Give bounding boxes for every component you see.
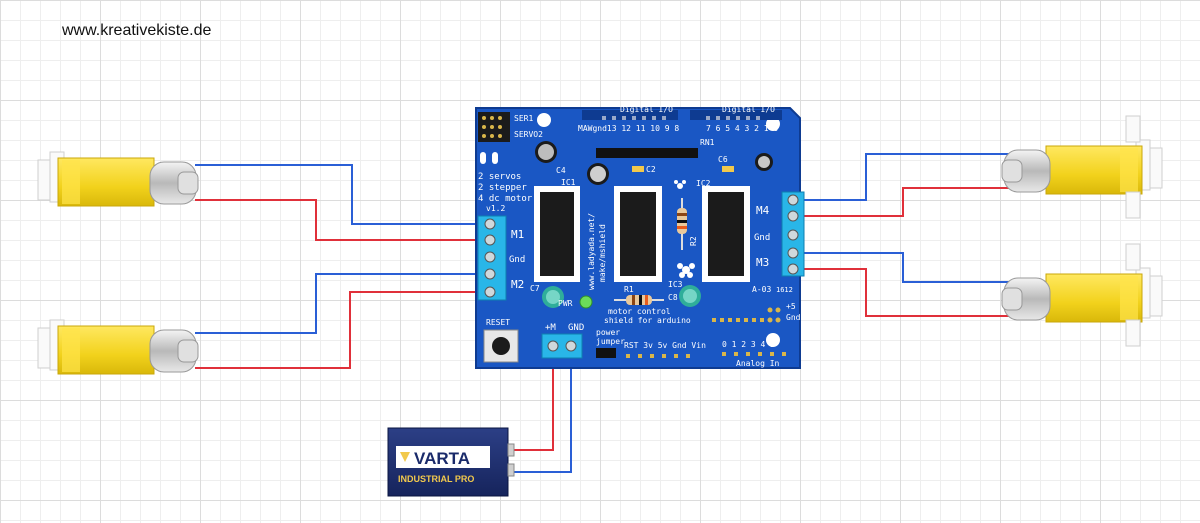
battery-line: INDUSTRIAL PRO xyxy=(398,474,474,484)
terminal-block-left xyxy=(477,215,507,301)
label-shield-arduino: shield for arduino xyxy=(604,316,691,325)
wire-blue-motor2 xyxy=(195,273,486,334)
capacitor-c8 xyxy=(679,285,701,307)
wire-red-motor1 xyxy=(195,199,486,241)
label-url-2: make/mshield xyxy=(598,224,607,282)
label-c6: C6 xyxy=(718,155,728,164)
label-power: power xyxy=(596,328,620,337)
terminal-block-power xyxy=(541,333,583,359)
solder-pads xyxy=(712,318,764,322)
varta-logo-icon xyxy=(400,452,410,462)
motor-shield-board: Digital I/O Digital I/O MAWgnd13 12 11 1… xyxy=(475,105,805,369)
label-m2: M2 xyxy=(511,278,524,291)
dc-motor-top-right xyxy=(1001,115,1163,219)
wire-blue-motor4 xyxy=(797,153,1020,201)
resistor-r1 xyxy=(614,295,664,305)
resistor-r2 xyxy=(677,198,687,250)
dc-motor-bottom-left xyxy=(37,319,199,375)
capacitor-c7 xyxy=(542,286,564,308)
label-board-code: A-03 xyxy=(752,285,771,294)
reset-button xyxy=(483,329,519,363)
label-pwr: PWR xyxy=(558,299,573,308)
label-c4: C4 xyxy=(556,166,566,175)
label-url-1: www.ladyada.net/ xyxy=(587,213,596,290)
ic1-chip xyxy=(534,186,580,282)
mount-hole-bottom-right xyxy=(766,333,780,347)
wire-blue-battery xyxy=(512,345,572,473)
label-r2: R2 xyxy=(689,236,698,246)
label-plus5: +5 xyxy=(786,302,796,311)
ic3-chip xyxy=(702,186,750,282)
label-features-dc: 4 dc motor xyxy=(478,194,533,204)
label-ext-gnd: GND xyxy=(568,323,584,333)
wire-red-motor3 xyxy=(797,268,1020,317)
label-features-servos: 2 servos xyxy=(478,172,521,182)
label-jumper: jumper xyxy=(596,337,625,346)
label-bottom-pins: RST 3v 5v Gnd Vin xyxy=(624,341,706,350)
label-rn1: RN1 xyxy=(700,138,715,147)
label-ic2: IC2 xyxy=(696,179,711,188)
header-pin-row xyxy=(602,116,760,120)
label-gnd-right: Gnd xyxy=(754,233,770,243)
wire-red-battery xyxy=(512,345,554,451)
mount-hole-top-right xyxy=(766,117,780,131)
label-ic1: IC1 xyxy=(561,178,576,187)
label-r1: R1 xyxy=(624,285,634,294)
label-digital-io-left: Digital I/O xyxy=(620,105,673,114)
website-url: www.kreativekiste.de xyxy=(62,22,212,39)
pwr-led xyxy=(579,295,593,309)
label-reset: RESET xyxy=(486,318,510,327)
label-m1: M1 xyxy=(511,228,524,241)
label-m4: M4 xyxy=(756,204,770,217)
battery-brand: VARTA xyxy=(414,449,470,468)
adafruit-flower-icon xyxy=(674,180,695,278)
wire-red-motor4 xyxy=(797,187,1020,217)
label-analog-in: Analog In xyxy=(736,359,780,368)
battery-9v: VARTA INDUSTRIAL PRO xyxy=(387,427,515,497)
label-c2: C2 xyxy=(646,165,656,174)
label-gnd-bottom: Gnd xyxy=(786,313,801,322)
label-ser1: SER1 xyxy=(514,114,533,123)
dc-motor-top-left xyxy=(37,151,199,207)
wire-red-motor2 xyxy=(195,291,486,369)
label-motor-control: motor control xyxy=(608,307,671,316)
capacitor-c4 xyxy=(535,141,557,163)
mount-hole-top-left xyxy=(537,113,551,127)
label-ext-pwr-plus: +M xyxy=(545,323,556,333)
rn1-header xyxy=(596,148,698,158)
label-pin-row-right: 7 6 5 4 3 2 1 0 xyxy=(706,124,778,133)
label-board-year: 1612 xyxy=(776,286,793,294)
label-features-stepper: 2 stepper xyxy=(478,183,527,193)
label-ic3: IC3 xyxy=(668,280,683,289)
label-version: v1.2 xyxy=(486,204,505,213)
label-digital-io-right: Digital I/O xyxy=(722,105,775,114)
label-c8: C8 xyxy=(668,293,678,302)
label-m3: M3 xyxy=(756,256,769,269)
dc-motor-bottom-right xyxy=(1001,243,1163,347)
ic2-chip xyxy=(614,186,662,282)
capacitor-c6 xyxy=(755,153,773,171)
terminal-block-right xyxy=(781,191,805,277)
label-c7: C7 xyxy=(530,284,540,293)
label-gnd-left: Gnd xyxy=(509,255,525,265)
power-jumper xyxy=(596,348,616,358)
wire-blue-motor3 xyxy=(797,252,1020,283)
label-analog-nums: 0 1 2 3 4 5 xyxy=(722,340,775,349)
wires xyxy=(195,153,1020,473)
label-servo2: SERVO2 xyxy=(514,130,543,139)
label-pin-row-left: MAWgnd13 12 11 10 9 8 xyxy=(578,124,679,133)
wire-blue-motor1 xyxy=(195,164,486,225)
capacitor-c2 xyxy=(587,163,609,185)
